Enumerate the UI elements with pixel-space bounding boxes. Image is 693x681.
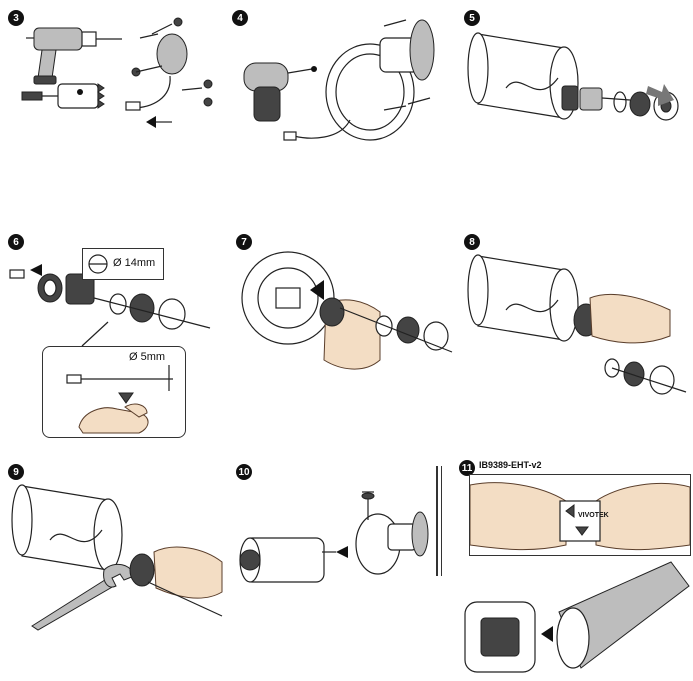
camera-front-cover-icon [464,561,690,673]
cable-gland-parts-icon [561,85,679,121]
brand-sticker-label: VIVOTEK [578,512,609,519]
model-name-label: IB9389-EHT-v2 [479,460,542,470]
tamper-sticker-detail: VIVOTEK [469,474,691,556]
step-number-badge: 6 [8,234,24,250]
step-11-panel: 11 IB9389-EHT-v2 VIVOTEK [455,456,693,681]
step-9-panel: 9 [0,456,230,681]
step-number-badge: 3 [8,10,24,26]
step-number-badge: 11 [459,460,475,476]
step-number-badge: 5 [464,10,480,26]
step-5-panel: 5 [460,0,693,200]
cable-gland-parts-icon [604,358,687,395]
wall-divider [436,466,438,576]
hole-saw-icon [21,83,105,109]
wall-mount-housing-icon [283,19,435,141]
step-3-panel: 3 [0,0,230,200]
callout-leader-line [81,321,109,347]
step-number-badge: 8 [464,234,480,250]
cable-diameter-label: Ø 5mm [129,351,166,363]
hole-diameter-label: Ø 14mm [113,257,156,269]
hand-tightening-gland-icon [573,293,671,344]
cable-detail-box: Ø 5mm [42,346,186,438]
step-10-panel: 10 [230,456,445,681]
hand-and-gland-icon [129,546,223,617]
camera-into-mount-icon [239,491,429,583]
wrench-icon [31,563,135,631]
step-number-badge: 7 [236,234,252,250]
hands-applying-sticker-icon [470,482,690,551]
step-7-panel: 7 [230,228,460,438]
hole-diameter-callout: Ø 14mm [82,248,164,280]
step-number-badge: 10 [236,464,252,480]
step-number-badge: 9 [8,464,24,480]
camera-body-icon [467,254,579,342]
cable-strip-icon [66,365,173,434]
step-4-panel: 4 [230,0,460,200]
diameter-circle-icon [88,254,108,274]
pull-arrow-icon [646,84,674,106]
cable-and-gland-icon [9,264,211,330]
drill-icon [26,27,122,85]
anchors-and-template-icon [125,17,213,128]
mount-back-plate-icon [241,251,335,345]
electric-screwdriver-icon [243,62,317,122]
step-number-badge: 4 [232,10,248,26]
step-8-panel: 8 [460,228,693,438]
hand-feeding-cable-icon [319,297,453,370]
wall-divider [441,466,442,576]
step-6-panel: 6 Ø 14mm Ø 5mm [0,228,230,438]
camera-body-icon [11,484,123,572]
